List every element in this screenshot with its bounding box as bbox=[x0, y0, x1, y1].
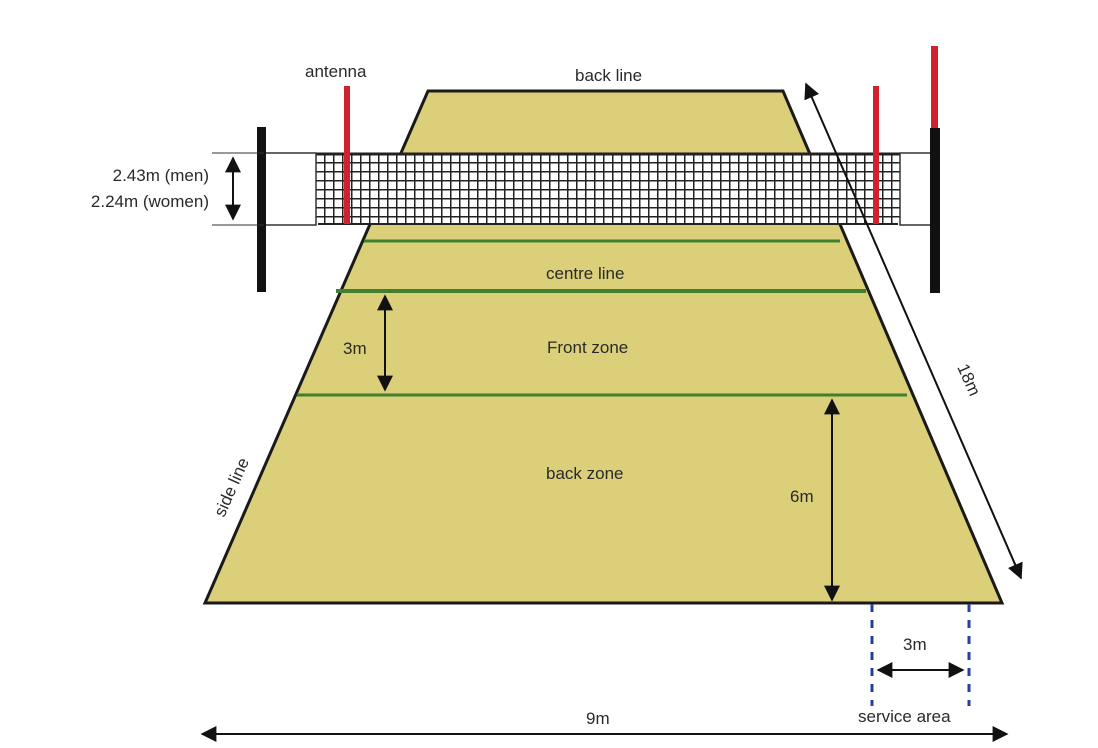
antenna-label: antenna bbox=[305, 62, 367, 81]
width-label: 9m bbox=[586, 709, 610, 728]
front-zone-label: Front zone bbox=[547, 338, 628, 357]
net-height-men-label: 2.43m (men) bbox=[113, 166, 209, 185]
service-area-label: service area bbox=[858, 707, 951, 726]
length-label: 18m bbox=[953, 361, 984, 399]
front-zone-depth-label: 3m bbox=[343, 339, 367, 358]
service-width-label: 3m bbox=[903, 635, 927, 654]
net-cable-right bbox=[899, 152, 935, 226]
right-post-top bbox=[931, 46, 938, 128]
back-zone-depth-label: 6m bbox=[790, 487, 814, 506]
net-mesh bbox=[382, 155, 830, 223]
back-line-label: back line bbox=[575, 66, 642, 85]
antenna-left bbox=[344, 86, 350, 224]
antenna-right bbox=[873, 86, 879, 224]
right-post bbox=[930, 128, 940, 293]
length-arrow bbox=[804, 82, 1023, 580]
net-cable-left bbox=[263, 152, 317, 226]
back-zone-label: back zone bbox=[546, 464, 624, 483]
net-height-women-label: 2.24m (women) bbox=[91, 192, 209, 211]
net-mesh-right bbox=[808, 153, 900, 225]
centre-line-label: centre line bbox=[546, 264, 624, 283]
left-post bbox=[257, 127, 266, 292]
